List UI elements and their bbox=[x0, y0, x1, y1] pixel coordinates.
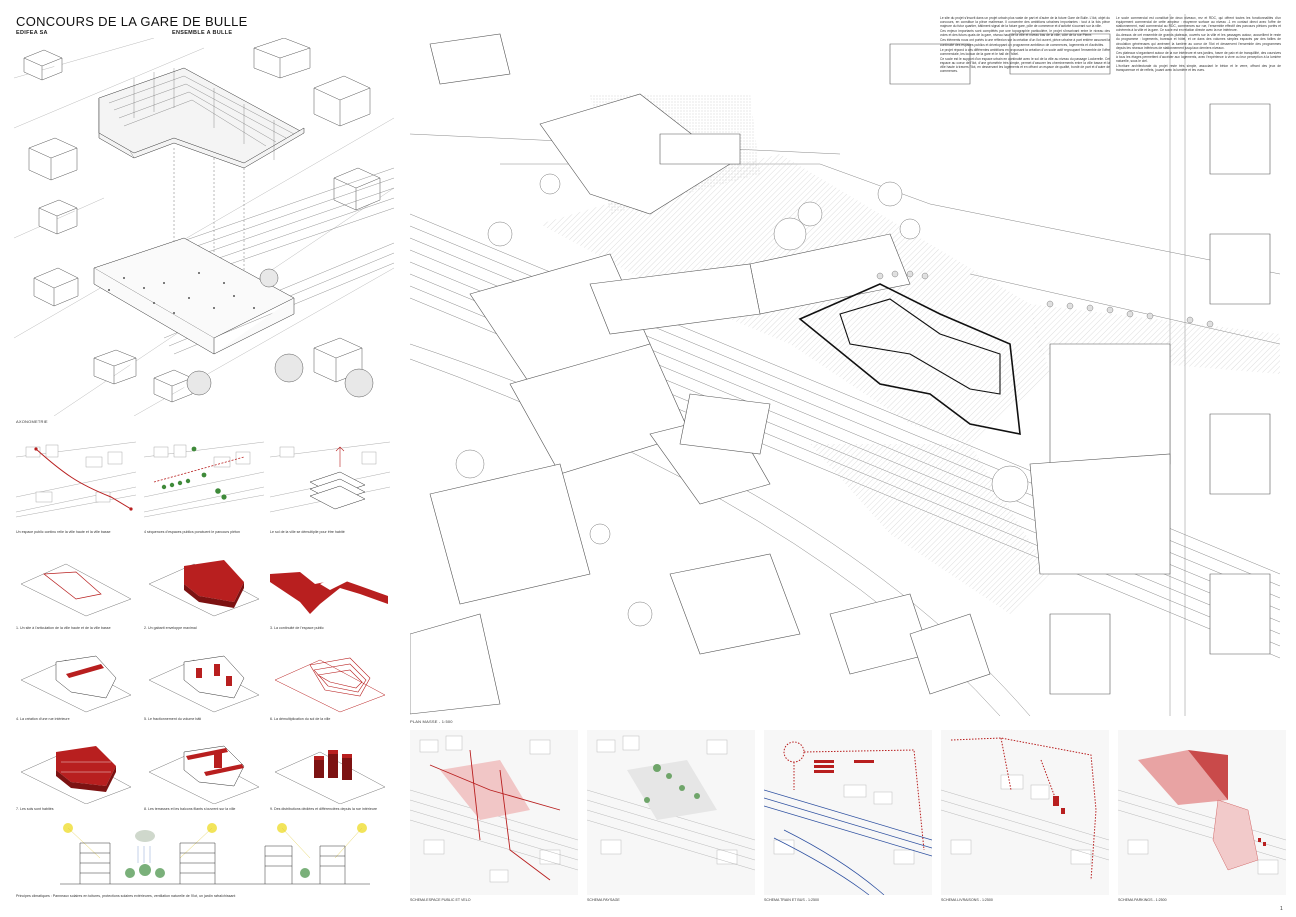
step-caption-7: 7. Les sols sont habités bbox=[16, 807, 54, 811]
text-col1-p5: Ce socle est le support d'un espace urba… bbox=[940, 56, 1110, 74]
text-col2-p4: L'écriture architecturale du projet rest… bbox=[1116, 64, 1281, 73]
step-diagram-9 bbox=[270, 732, 390, 804]
step-diagram-4 bbox=[16, 640, 136, 714]
schema-deliveries bbox=[941, 730, 1109, 895]
step-diagram-5 bbox=[144, 640, 264, 714]
text-col2-p3: Ces plateaux s'organisent autour de la r… bbox=[1116, 50, 1281, 63]
text-column-1: Le site du projet s'inscrit dans un proj… bbox=[940, 16, 1110, 74]
schema-caption-4: SCHEMA LIVRAISONS - 1:2500 bbox=[941, 898, 993, 902]
project-name: ENSEMBLE A BULLE bbox=[172, 30, 233, 36]
axonometry-label: AXONOMETRIE bbox=[16, 419, 48, 424]
concept-diagram-1 bbox=[16, 437, 136, 525]
text-col2-p1: Le socle commercial est constitué de deu… bbox=[1116, 16, 1281, 33]
concept-caption-2: 4 séquences d'espaces publics ponctuent … bbox=[144, 530, 240, 534]
step-caption-2: 2. Un gabarit enveloppe maximal bbox=[144, 626, 197, 630]
step-caption-1: 1. Un site à l'articulation de la ville … bbox=[16, 626, 111, 630]
step-caption-8: 8. Les terrasses et les balcons filants … bbox=[144, 807, 236, 811]
step-caption-5: 5. Le fractionnement du volume bâti bbox=[144, 717, 202, 721]
schema-train-bus bbox=[764, 730, 932, 895]
step-diagram-7 bbox=[16, 732, 136, 804]
step-diagram-8 bbox=[144, 732, 264, 804]
text-col2-p2: Au-dessus de cet ensemble de grands plat… bbox=[1116, 33, 1281, 50]
text-col1-p3: Ces éléments nous ont portés à une réfle… bbox=[940, 38, 1110, 47]
concept-diagram-2 bbox=[144, 437, 264, 525]
concept-diagram-3 bbox=[270, 437, 390, 525]
schema-caption-3: SCHEMA TRAIN ET BUS - 1:2500 bbox=[764, 898, 819, 902]
step-caption-6: 6. La démultiplication du sol de la vill… bbox=[270, 717, 331, 721]
step-caption-4: 4. La création d'une rue intérieure bbox=[16, 717, 70, 721]
schema-public-space bbox=[410, 730, 578, 895]
site-plan bbox=[410, 14, 1280, 716]
step-caption-3: 3. La continuité de l'espace public bbox=[270, 626, 324, 630]
step-diagram-1 bbox=[16, 544, 136, 618]
concept-caption-3: Le sol de la ville se démultiplie pour ê… bbox=[270, 530, 345, 534]
step-diagram-2 bbox=[144, 544, 264, 618]
climate-caption: Principes climatiques : Panneaux solaire… bbox=[16, 894, 236, 898]
schema-caption-1: SCHEMA ESPACE PUBLIC ET VELO bbox=[410, 898, 471, 902]
plan-label: PLAN MASSE - 1:500 bbox=[410, 719, 453, 724]
text-col1-p2: Ces enjeux importants sont complétés par… bbox=[940, 29, 1110, 38]
step-diagram-3 bbox=[270, 544, 390, 618]
page-number: 1 bbox=[1280, 906, 1283, 912]
text-col1-p4: Le projet répond à ces différentes ambit… bbox=[940, 47, 1110, 56]
schema-landscape bbox=[587, 730, 755, 895]
schema-parking bbox=[1118, 730, 1286, 895]
step-diagram-6 bbox=[270, 640, 390, 714]
sheet-title: CONCOURS DE LA GARE DE BULLE bbox=[16, 14, 248, 29]
schema-caption-5: SCHEMA PARKINGS - 1:2500 bbox=[1118, 898, 1167, 902]
schema-caption-2: SCHEMA PAYSAGE bbox=[587, 898, 620, 902]
text-col1-p1: Le site du projet s'inscrit dans un proj… bbox=[940, 16, 1110, 29]
step-caption-9: 9. Des distributions dédiées et différen… bbox=[270, 807, 378, 811]
climate-section-drawing bbox=[40, 818, 380, 890]
company-name: EDIFEA SA bbox=[16, 30, 48, 36]
text-column-2: Le socle commercial est constitué de deu… bbox=[1116, 16, 1281, 73]
axonometry-drawing bbox=[14, 38, 394, 416]
concept-caption-1: Un espace public continu relie la ville … bbox=[16, 530, 111, 534]
